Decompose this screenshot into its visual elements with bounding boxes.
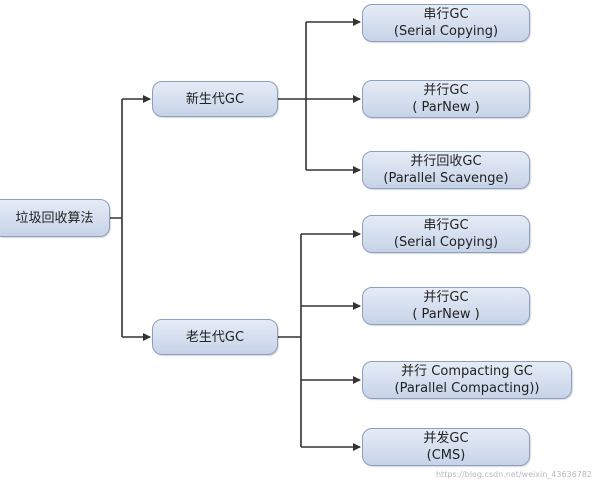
old-serial-title: 串行GC: [423, 218, 469, 233]
old-parnew-node: 并行GC ( ParNew ): [362, 287, 530, 325]
old-serial-node: 串行GC (Serial Copying): [362, 215, 530, 253]
young-scavenge-subtitle: (Parallel Scavenge): [383, 171, 509, 186]
root-label: 垃圾回收算法: [15, 210, 94, 226]
old-compacting-node: 并行 Compacting GC (Parallel Compacting)): [362, 361, 572, 399]
old-cms-node: 并发GC (CMS): [362, 428, 530, 466]
young-parnew-title: 并行GC: [423, 83, 469, 98]
young-parnew-subtitle: ( ParNew ): [412, 100, 480, 115]
old-compacting-title: 并行 Compacting GC: [401, 364, 533, 379]
root-node: 垃圾回收算法: [0, 199, 110, 237]
connector-young-trunk: [278, 22, 307, 170]
connector-old-trunk: [278, 234, 302, 447]
old-cms-subtitle: (CMS): [426, 448, 466, 463]
young-scavenge-title: 并行回收GC: [410, 154, 482, 169]
young-serial-subtitle: (Serial Copying): [393, 24, 499, 39]
young-scavenge-node: 并行回收GC (Parallel Scavenge): [362, 151, 530, 189]
young-gc-node: 新生代GC: [152, 81, 278, 117]
old-cms-title: 并发GC: [423, 431, 469, 446]
old-compacting-subtitle: (Parallel Compacting)): [394, 381, 540, 396]
connector-root-trunk: [110, 99, 123, 337]
young-serial-title: 串行GC: [423, 7, 469, 22]
old-gc-node: 老生代GC: [152, 319, 278, 355]
young-parnew-node: 并行GC ( ParNew ): [362, 80, 530, 118]
young-serial-node: 串行GC (Serial Copying): [362, 4, 530, 42]
young-gc-label: 新生代GC: [185, 91, 245, 107]
old-serial-subtitle: (Serial Copying): [393, 235, 499, 250]
old-gc-label: 老生代GC: [185, 329, 245, 345]
old-parnew-title: 并行GC: [423, 290, 469, 305]
watermark: https://blog.csdn.net/weixin_43636782: [435, 470, 592, 479]
old-parnew-subtitle: ( ParNew ): [412, 307, 480, 322]
